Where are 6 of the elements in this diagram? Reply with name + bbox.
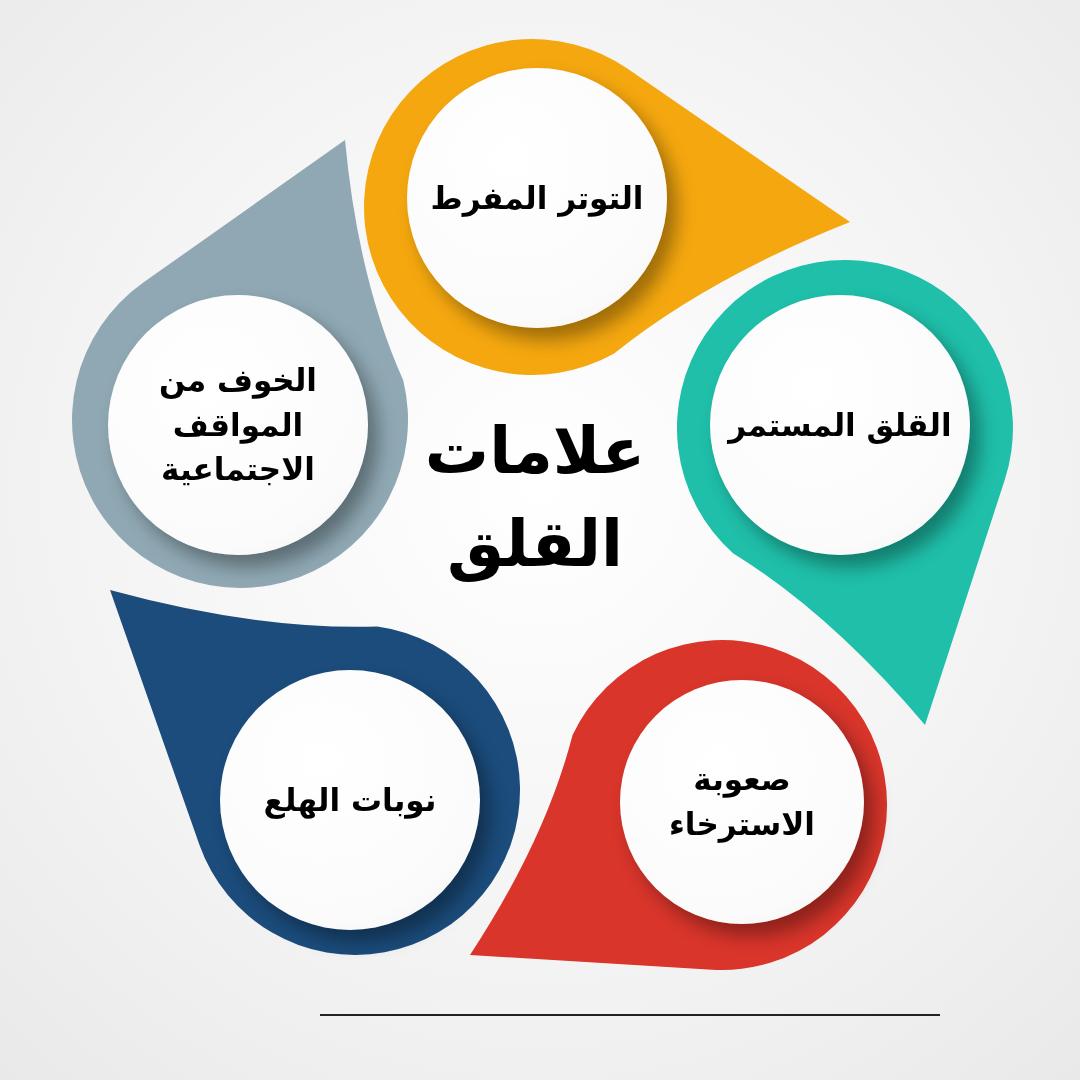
diagram-title: علامات القلق [423,413,647,584]
node-label: التوتر المفرط [430,178,644,219]
node-label: الخوف من المواقف الاجتماعية [158,360,318,490]
node-label: القلق المستمر [728,405,952,446]
node-label: نوبات الهلع [263,780,437,821]
node-label: صعوبة الاسترخاء [668,760,816,845]
